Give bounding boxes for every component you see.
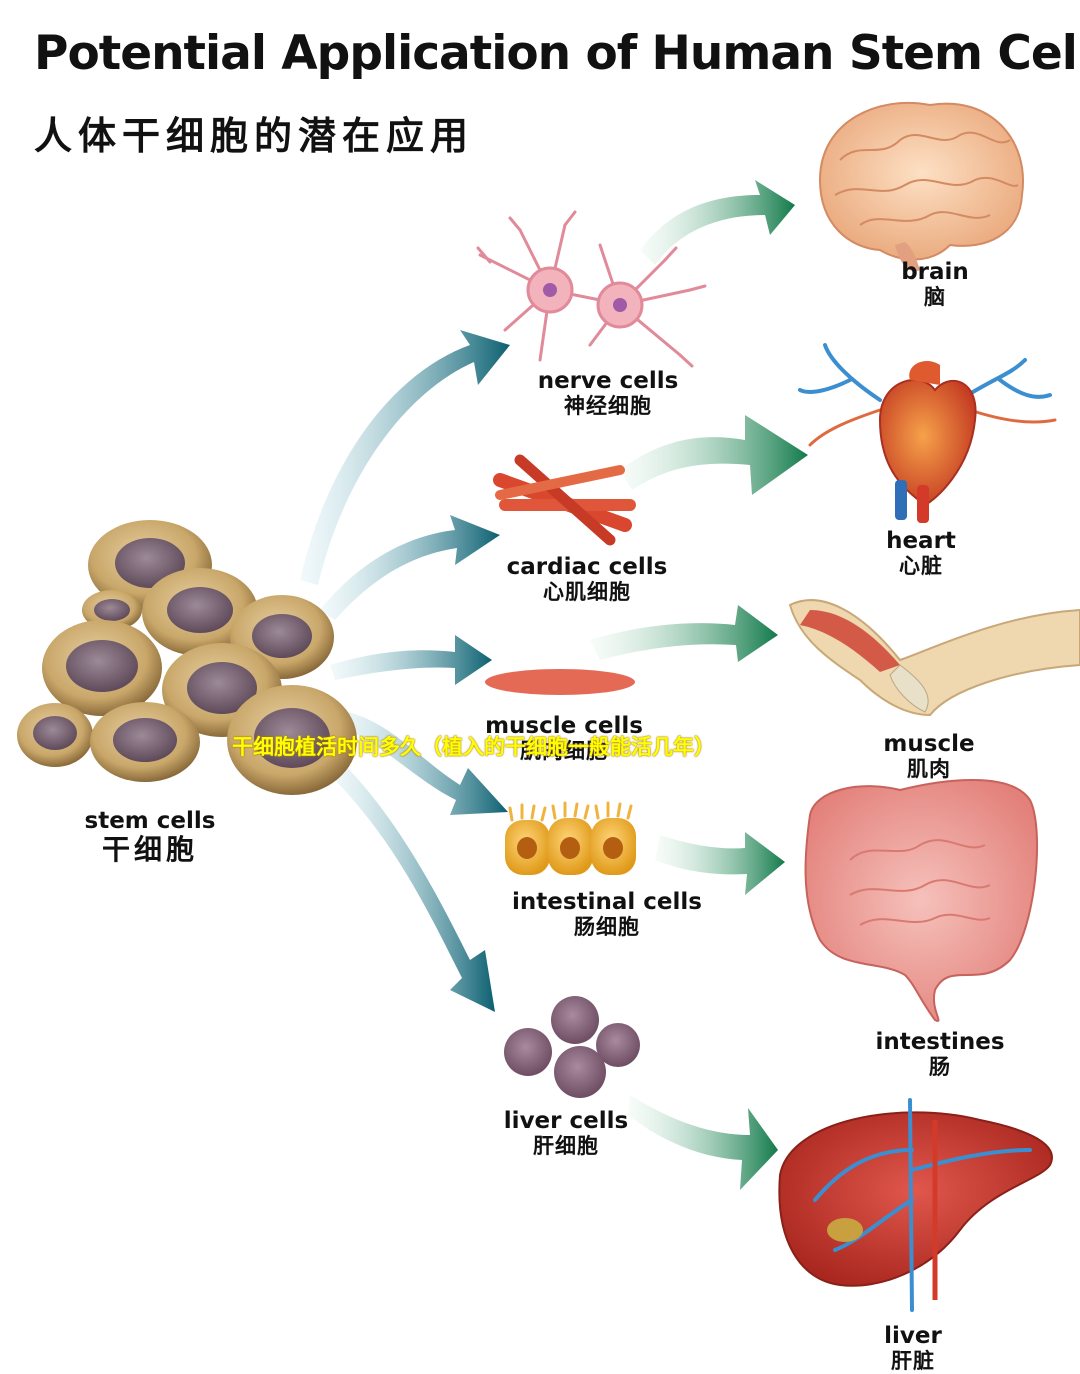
muscle-cell-illustration bbox=[485, 669, 635, 695]
intestinal-cells-illustration bbox=[505, 801, 636, 875]
label-stem-cells-zh: 干细胞 bbox=[101, 833, 199, 867]
label-liver-en: liver bbox=[884, 1323, 942, 1349]
stem-cells-illustration bbox=[17, 520, 357, 795]
label-muscle-cells-zh: 肌肉细胞 bbox=[519, 739, 608, 764]
label-nerve-cells-en: nerve cells bbox=[537, 368, 679, 394]
liver-cells-illustration bbox=[504, 996, 640, 1098]
label-muscle-zh: 肌肉 bbox=[907, 757, 951, 782]
overlay-caption: 干细胞植活时间多久（植入的干细胞一般能活几年） bbox=[232, 735, 715, 759]
label-brain-en: brain bbox=[901, 259, 969, 285]
label-liver: liver 肝脏 bbox=[884, 1323, 942, 1374]
label-muscle: muscle 肌肉 bbox=[883, 731, 974, 782]
label-nerve-cells-zh: 神经细胞 bbox=[563, 394, 652, 419]
label-liver-cells-en: liver cells bbox=[503, 1108, 629, 1134]
brain-illustration bbox=[818, 101, 1024, 272]
label-nerve-cells: nerve cells 神经细胞 bbox=[538, 368, 679, 419]
label-muscle-en: muscle bbox=[883, 731, 975, 757]
label-muscle-cells-en: muscle cells bbox=[485, 713, 643, 739]
nerve-cells-illustration bbox=[476, 210, 707, 368]
label-intestinal-cells-en: intestinal cells bbox=[512, 889, 702, 915]
label-muscle-cells: muscle cells 肌肉细胞 bbox=[485, 713, 643, 764]
label-intestines-en: intestines bbox=[875, 1029, 1005, 1055]
label-liver-cells: liver cells 肝细胞 bbox=[504, 1108, 628, 1159]
label-brain: brain 脑 bbox=[901, 259, 969, 310]
intestines-illustration bbox=[804, 779, 1038, 1022]
cardiac-cells-illustration bbox=[493, 454, 636, 546]
liver-illustration bbox=[778, 1098, 1053, 1312]
label-intestinal-cells: intestinal cells 肠细胞 bbox=[512, 889, 702, 940]
heart-illustration bbox=[798, 343, 1057, 523]
teal-arrows bbox=[300, 330, 510, 1012]
muscle-arm-illustration bbox=[788, 599, 1080, 717]
label-intestinal-cells-zh: 肠细胞 bbox=[574, 915, 640, 940]
label-intestines-zh: 肠 bbox=[929, 1055, 951, 1080]
label-heart-en: heart bbox=[886, 528, 956, 554]
label-cardiac-cells-en: cardiac cells bbox=[506, 554, 668, 580]
label-heart-zh: 心脏 bbox=[899, 554, 943, 579]
label-stem-cells: stem cells 干细胞 bbox=[85, 808, 216, 867]
label-liver-zh: 肝脏 bbox=[890, 1349, 935, 1374]
page-title: Potential Application of Human Stem Cell… bbox=[34, 26, 1080, 81]
green-arrows bbox=[590, 180, 808, 1190]
page-subtitle: 人体干细胞的潜在应用 bbox=[34, 114, 475, 158]
label-heart: heart 心脏 bbox=[886, 528, 956, 579]
label-cardiac-cells: cardiac cells 心肌细胞 bbox=[507, 554, 668, 605]
label-cardiac-cells-zh: 心肌细胞 bbox=[542, 580, 631, 605]
label-brain-zh: 脑 bbox=[924, 285, 946, 310]
label-stem-cells-en: stem cells bbox=[84, 808, 216, 834]
label-liver-cells-zh: 肝细胞 bbox=[533, 1134, 599, 1159]
label-intestines: intestines 肠 bbox=[875, 1029, 1004, 1080]
